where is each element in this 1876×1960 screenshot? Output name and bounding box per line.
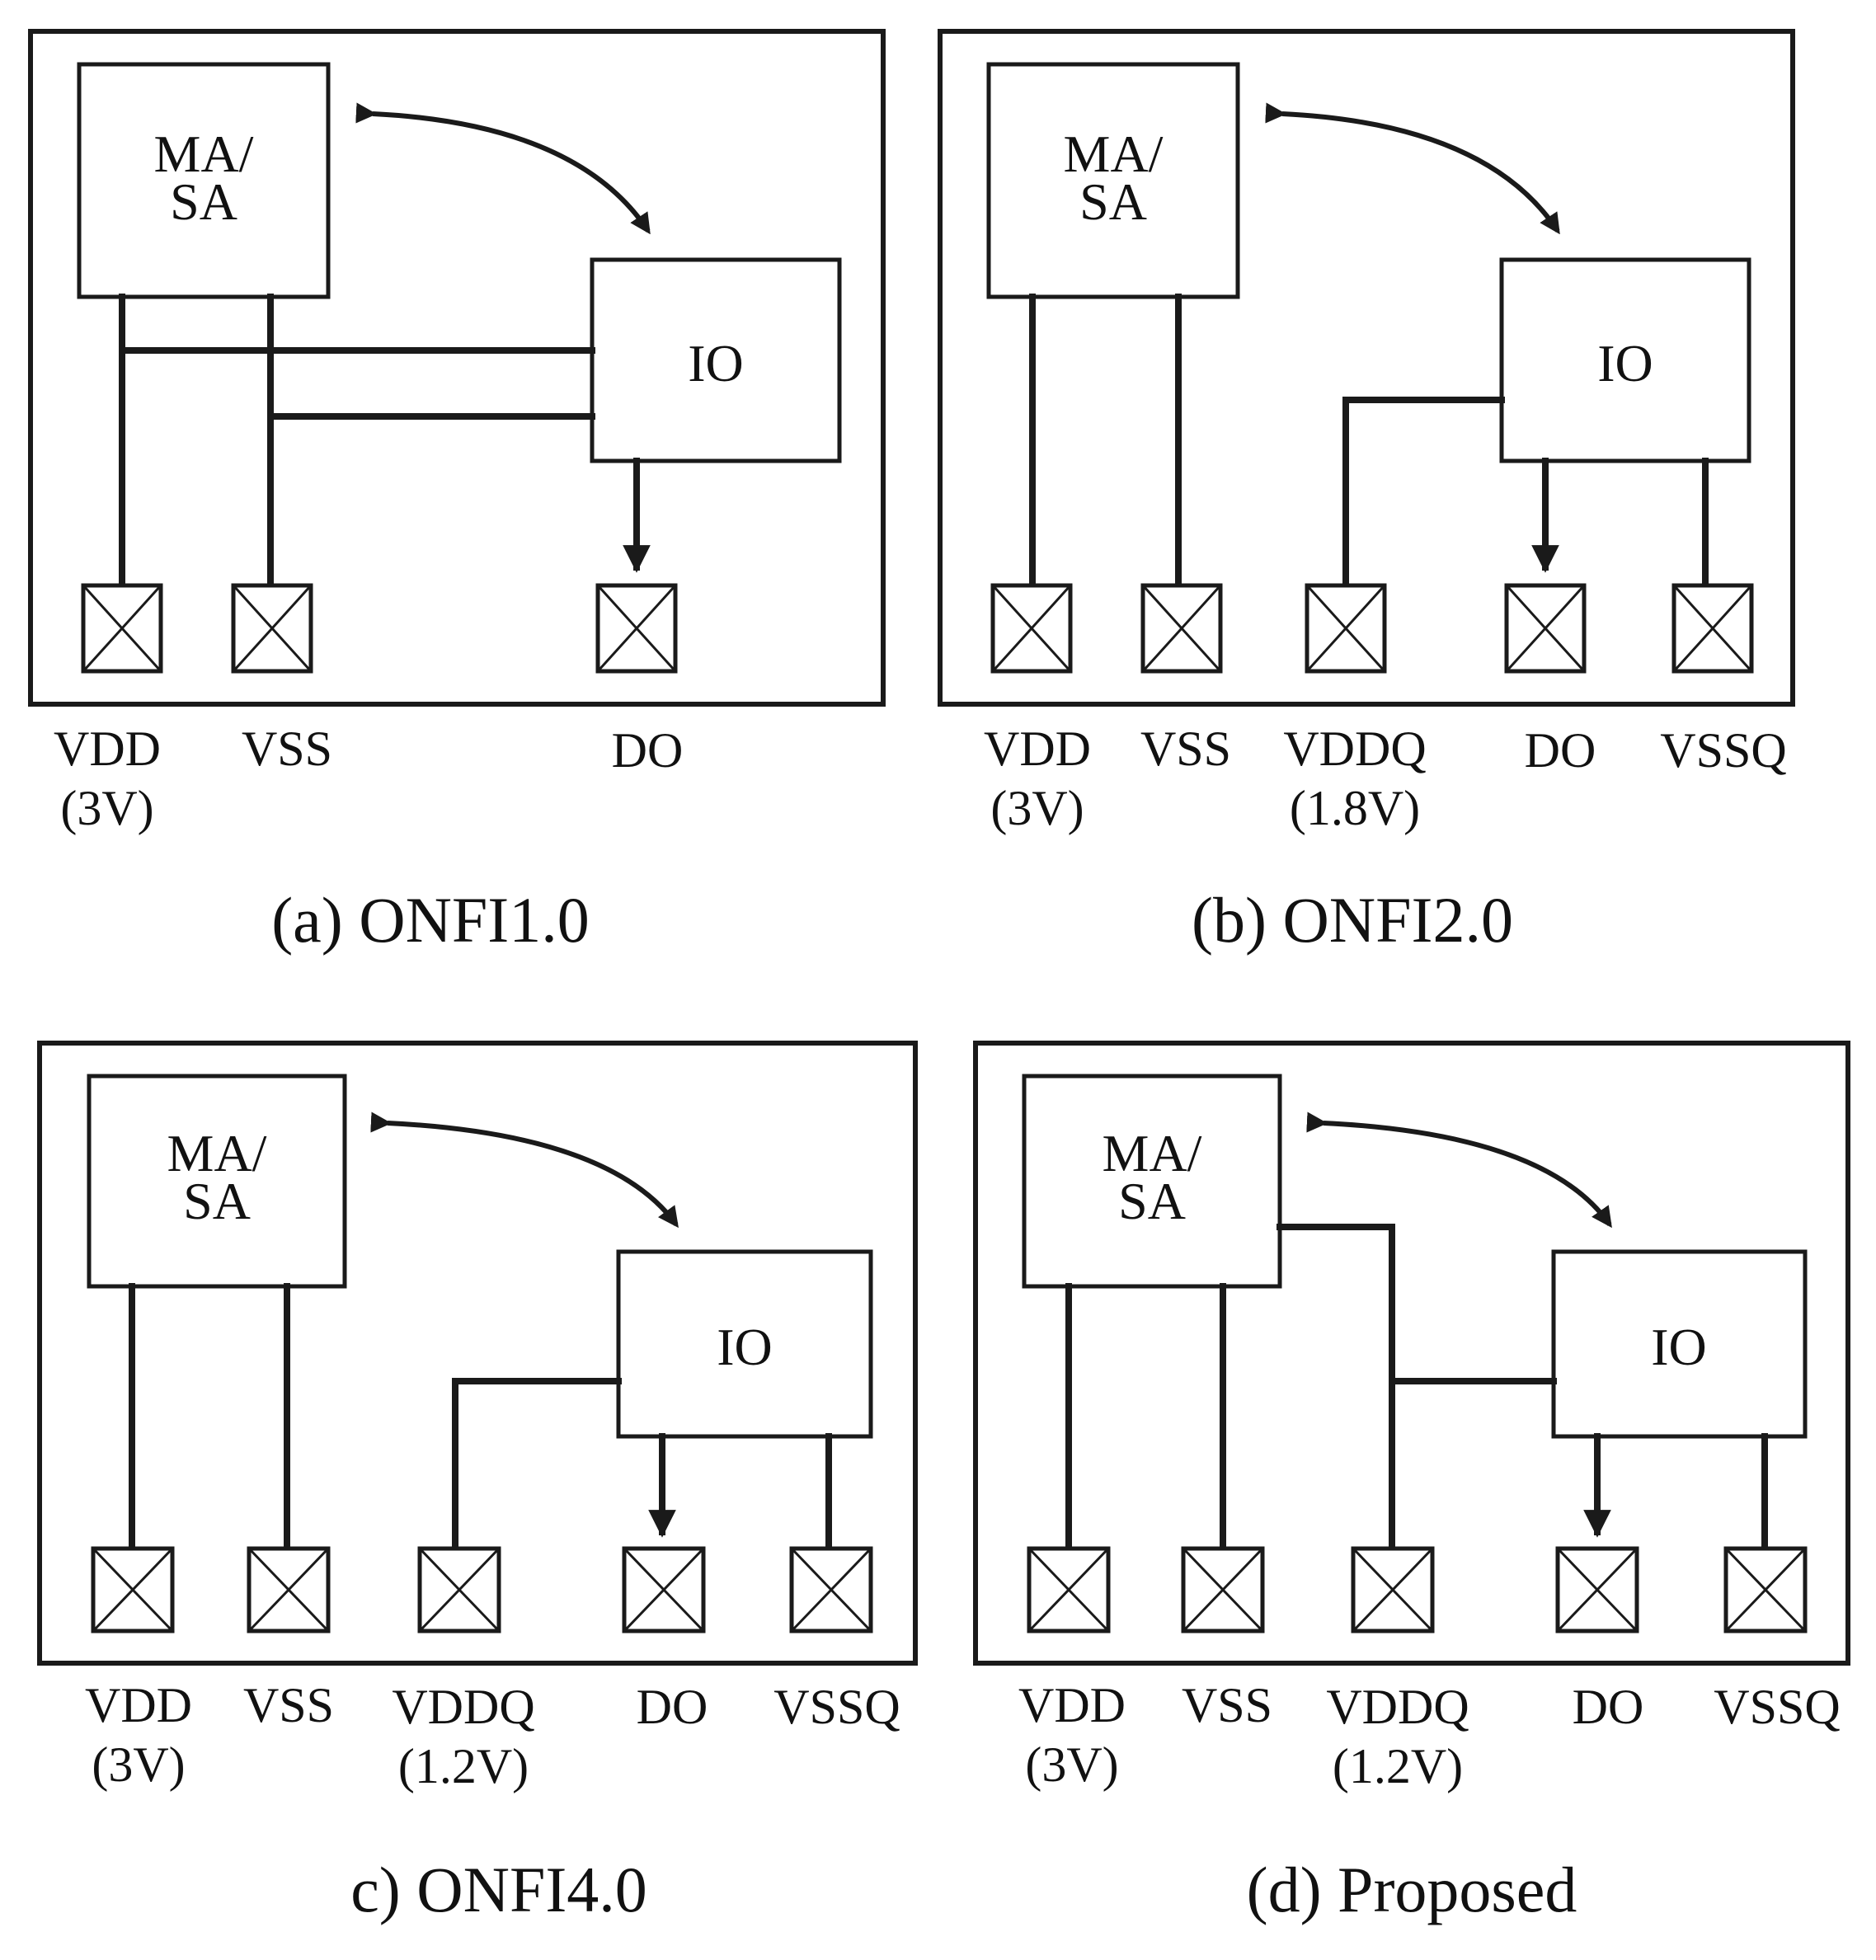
pin-label-do: DO	[612, 723, 684, 778]
panel-caption: (d) Proposed	[1247, 1854, 1577, 1925]
chip-frame	[938, 29, 1795, 707]
masa-block	[87, 1074, 347, 1289]
chip-frame	[37, 1041, 918, 1666]
panel-a-onfi1: MA/ SA IO VDD (3V) VSS DO (a) ONFI1.0	[28, 29, 886, 956]
masa-block	[1022, 1074, 1282, 1289]
pin-sublabel-vdd: (3V)	[1025, 1737, 1118, 1792]
masa-label-line2: SA	[183, 1172, 251, 1230]
pad-do	[1504, 583, 1587, 674]
panel-caption: c) ONFI4.0	[350, 1854, 647, 1925]
pin-label-vddq: VDDQ	[1326, 1680, 1469, 1734]
pin-label-do: DO	[637, 1680, 708, 1734]
pad-vdd	[81, 583, 163, 674]
pad-do	[1555, 1546, 1639, 1633]
pad-vdd	[1027, 1546, 1111, 1633]
io-label: IO	[1597, 334, 1653, 392]
pin-sublabel-vdd: (3V)	[92, 1737, 185, 1792]
io-block	[590, 257, 842, 463]
pin-sublabel-vddq: (1.2V)	[1333, 1739, 1463, 1793]
pin-label-vddq: VDDQ	[392, 1680, 534, 1734]
io-label: IO	[688, 334, 744, 392]
masa-label-line2: SA	[170, 172, 237, 231]
io-block	[1551, 1249, 1808, 1439]
io-label: IO	[717, 1318, 773, 1376]
masa-label-line1: MA/	[167, 1124, 267, 1182]
masa-label-line1: MA/	[1103, 1124, 1202, 1182]
masa-block	[77, 62, 331, 299]
masa-label-line2: SA	[1079, 172, 1147, 231]
pin-label-vdd: VDD	[54, 721, 161, 776]
vddq-wire	[452, 1378, 622, 1552]
pad-vss	[231, 583, 313, 674]
pin-label-vssq: VSSQ	[1714, 1680, 1840, 1734]
panel-caption: (b) ONFI2.0	[1192, 884, 1513, 956]
pin-label-vssq: VSSQ	[773, 1680, 900, 1734]
io-label: IO	[1651, 1318, 1707, 1376]
masa-label-line1: MA/	[154, 125, 254, 183]
pin-sublabel-vdd: (3V)	[60, 781, 153, 835]
panel-d-proposed: MA/ SA IO VDD (3V) V	[973, 1041, 1850, 1925]
panel-caption: (a) ONFI1.0	[271, 884, 590, 956]
vddq-to-masa-wire	[1277, 1224, 1395, 1552]
pin-label-vddq: VDDQ	[1283, 721, 1426, 776]
pin-sublabel-vddq: (1.2V)	[398, 1739, 529, 1793]
pin-label-vdd: VDD	[984, 721, 1091, 776]
pad-vssq	[1723, 1546, 1808, 1633]
pad-vss	[1140, 583, 1223, 674]
pad-vddq	[1351, 1546, 1435, 1633]
pad-do	[622, 1546, 706, 1633]
pin-label-vss: VSS	[242, 721, 332, 776]
pad-vddq	[1305, 583, 1387, 674]
masa-io-arrow	[1265, 102, 1560, 235]
masa-io-arrow	[1306, 1112, 1612, 1229]
pin-label-vdd: VDD	[1018, 1678, 1126, 1732]
masa-io-arrow	[355, 102, 651, 235]
pad-vddq	[417, 1546, 501, 1633]
pin-sublabel-vddq: (1.8V)	[1290, 781, 1420, 835]
pad-vss	[1181, 1546, 1265, 1633]
pad-vdd	[990, 583, 1073, 674]
masa-io-arrow	[370, 1112, 679, 1229]
pin-label-vdd: VDD	[85, 1678, 192, 1732]
chip-frame	[973, 1041, 1850, 1666]
pin-label-vss: VSS	[1182, 1678, 1272, 1732]
masa-block	[986, 62, 1240, 299]
pin-label-vss: VSS	[1140, 721, 1231, 776]
io-block	[1499, 257, 1751, 463]
io-block	[616, 1249, 873, 1439]
pad-vss	[247, 1546, 331, 1633]
pin-label-vssq: VSSQ	[1660, 723, 1786, 778]
pad-vdd	[91, 1546, 175, 1633]
vddq-wire	[1342, 397, 1505, 589]
chip-frame	[28, 29, 886, 707]
panel-b-onfi2: MA/ SA IO VDD (3V) VSS	[938, 29, 1795, 956]
pad-do	[595, 583, 678, 674]
pad-vssq	[789, 1546, 873, 1633]
pin-sublabel-vdd: (3V)	[990, 781, 1084, 835]
pin-label-do: DO	[1573, 1680, 1644, 1734]
masa-label-line1: MA/	[1064, 125, 1164, 183]
pin-label-do: DO	[1525, 723, 1596, 778]
panel-c-onfi4: MA/ SA IO VDD (3V) VSS	[37, 1041, 918, 1925]
pad-vssq	[1671, 583, 1754, 674]
masa-label-line2: SA	[1118, 1172, 1186, 1230]
pin-label-vss: VSS	[243, 1678, 334, 1732]
